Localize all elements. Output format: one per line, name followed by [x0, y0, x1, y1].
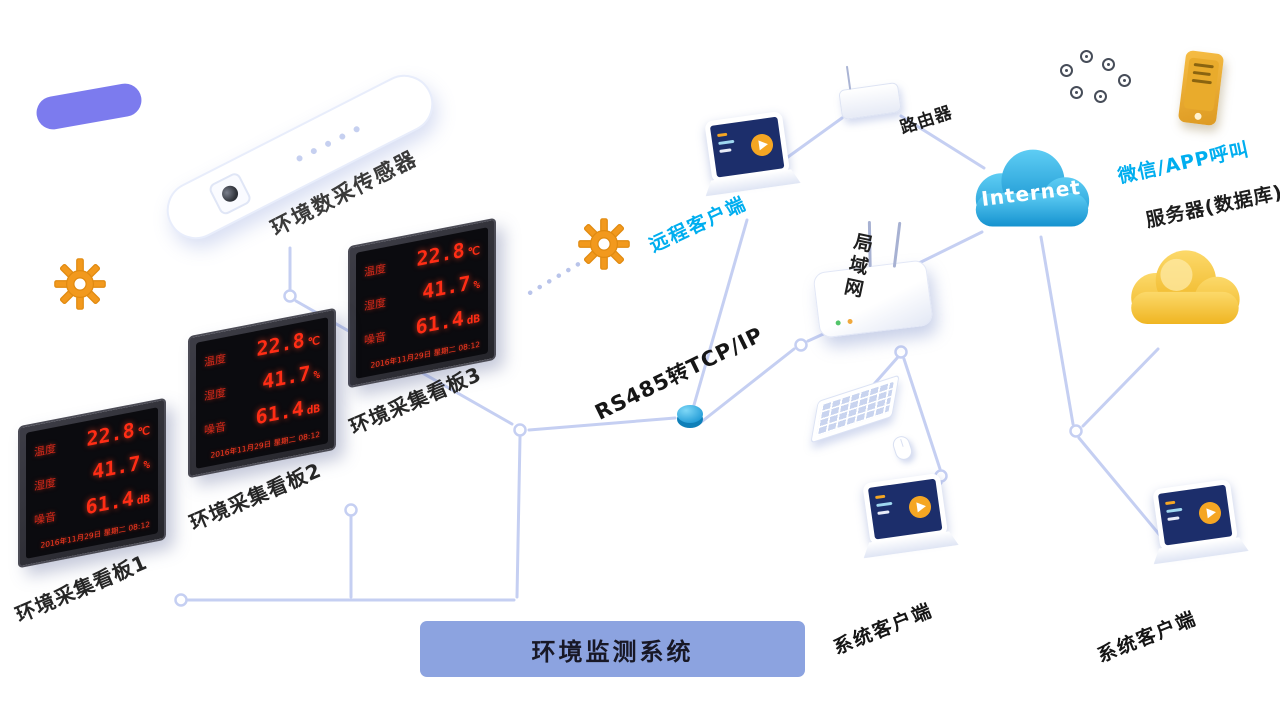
- value-number: 41.7: [92, 450, 141, 484]
- reading-label: 噪音: [364, 329, 386, 348]
- value-unit: %: [143, 457, 150, 473]
- rs485-converter-node: [677, 405, 703, 428]
- reading-label: 温度: [364, 261, 386, 280]
- sensor-camera-icon: [207, 170, 253, 217]
- app-icon: [1102, 58, 1115, 71]
- reading-label: 湿度: [204, 385, 226, 404]
- reading-value: 41.7%: [92, 450, 150, 484]
- screen-ui-bars: [875, 494, 893, 515]
- play-button-icon: [1197, 500, 1223, 526]
- reading-label: 湿度: [364, 295, 386, 314]
- system-client-laptop-left: [853, 472, 958, 559]
- value-number: 61.4: [255, 395, 304, 430]
- internet-cloud: Internet: [962, 140, 1100, 242]
- remote-client-laptop: [695, 110, 800, 197]
- reading-value: 22.8℃: [256, 327, 320, 362]
- reading-value: 41.7%: [422, 270, 480, 304]
- floating-app-icons: [1058, 48, 1142, 112]
- app-icon: [1118, 74, 1131, 87]
- gear-icon: [54, 258, 106, 310]
- value-unit: ℃: [307, 333, 320, 350]
- screen-ui-bars: [1165, 500, 1183, 521]
- junction-nodes: [174, 289, 1083, 607]
- capsule-dots: [295, 125, 361, 163]
- status-led-orange: [847, 318, 853, 325]
- gear-icon: [578, 218, 630, 270]
- value-number: 22.8: [86, 417, 135, 452]
- phone-screen: [1183, 57, 1220, 112]
- system-client-laptop-right: [1143, 478, 1248, 565]
- app-icon: [1070, 86, 1083, 99]
- reading-label: 噪音: [204, 419, 226, 438]
- lan-router-device: [812, 220, 934, 339]
- play-button-icon: [907, 494, 933, 520]
- value-number: 61.4: [415, 305, 464, 340]
- app-icon: [1060, 64, 1073, 77]
- reading-label: 温度: [34, 441, 56, 460]
- reading-value: 22.8℃: [416, 237, 480, 272]
- value-unit: ℃: [137, 423, 150, 440]
- cloud-shape: [1131, 250, 1240, 324]
- value-unit: %: [313, 367, 320, 383]
- value-unit: dB: [306, 401, 320, 418]
- value-number: 22.8: [256, 327, 305, 362]
- value-unit: dB: [466, 311, 480, 328]
- home-button-icon: [1193, 112, 1202, 121]
- reading-label: 噪音: [34, 509, 56, 528]
- cloud-shape: [975, 149, 1090, 227]
- reading-value: 22.8℃: [86, 417, 150, 452]
- status-led-green: [835, 320, 841, 326]
- value-unit: ℃: [467, 243, 480, 260]
- value-number: 41.7: [422, 270, 471, 304]
- diagram-title-box: 环境监测系统: [420, 621, 805, 677]
- value-number: 22.8: [416, 237, 465, 272]
- value-number: 61.4: [85, 485, 134, 520]
- value-number: 41.7: [262, 360, 311, 394]
- app-icon: [1080, 50, 1093, 63]
- value-unit: %: [473, 277, 480, 293]
- value-unit: dB: [136, 491, 150, 508]
- reading-label: 温度: [204, 351, 226, 370]
- app-icon: [1094, 90, 1107, 103]
- wire-segments: [186, 114, 1165, 602]
- reading-value: 41.7%: [262, 360, 320, 394]
- server-cloud: [1118, 236, 1250, 344]
- reading-label: 湿度: [34, 475, 56, 494]
- play-button-icon: [749, 132, 775, 158]
- diagram-title: 环境监测系统: [531, 637, 694, 666]
- screen-ui-bars: [717, 132, 735, 153]
